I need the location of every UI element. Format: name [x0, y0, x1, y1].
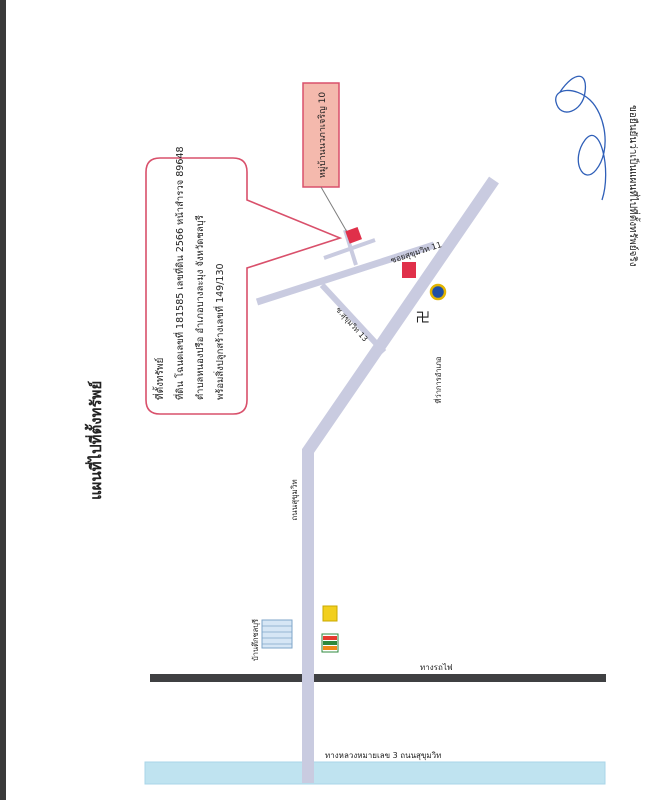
- road-soi-13: [319, 282, 387, 355]
- shop-sign-icon: [402, 262, 416, 278]
- highway-band: [144, 761, 606, 785]
- road-soi-11: [255, 241, 436, 306]
- road-sukhumvit: [302, 176, 499, 783]
- callout-deed: ที่ดิน โฉนดเลขที่ 181585 เลขที่ดิน 2566 …: [173, 147, 186, 401]
- label-sukhumvit-road: ถนนสุขุมวิท: [290, 479, 299, 520]
- property-marker: [345, 226, 362, 244]
- page-title: แผนที่ไปที่ตั้งทรัพย์: [84, 381, 105, 500]
- label-railway: ทางรถไฟ: [420, 663, 453, 672]
- railway-line: [150, 674, 606, 682]
- seven-eleven-icon: [321, 633, 339, 653]
- callout-building: พร้อมสิ่งปลูกสร้างเลขที่ 149/130: [213, 263, 226, 400]
- village-label: หมู่บ้านนวภาเจริญ 10: [317, 92, 328, 178]
- label-highway: ทางหลวงหมายเลข 3 ถนนสุขุมวิท: [325, 751, 441, 760]
- building-icon: [261, 619, 293, 649]
- district-emblem-icon: [429, 283, 447, 301]
- label-soi-13: ซ.สุขุมวิท 13: [334, 305, 370, 343]
- callout-heading: ที่ตั้งทรัพย์: [152, 358, 166, 400]
- temple-icon: 卍: [416, 310, 432, 324]
- road-village-spur: [343, 229, 358, 266]
- label-temple: ที่ว่าการอำเภอ: [433, 357, 443, 404]
- callout-location: ตำบลหนองปรือ อำเภอบางละมุง จังหวัดชลบุรี: [194, 215, 206, 400]
- village-pointer: [320, 186, 348, 233]
- scan-edge: [0, 0, 6, 800]
- village-box: [302, 82, 340, 188]
- store-yellow-icon: [322, 605, 338, 622]
- label-tower: บ้านตึกชลบุรี: [251, 619, 260, 661]
- callout-bubble: [145, 157, 343, 415]
- certification-text: ขอยืนยันว่าเป็นแผนที่ไปที่ตั้งทรัพย์จริง: [627, 105, 641, 267]
- signature-mark: [555, 75, 607, 201]
